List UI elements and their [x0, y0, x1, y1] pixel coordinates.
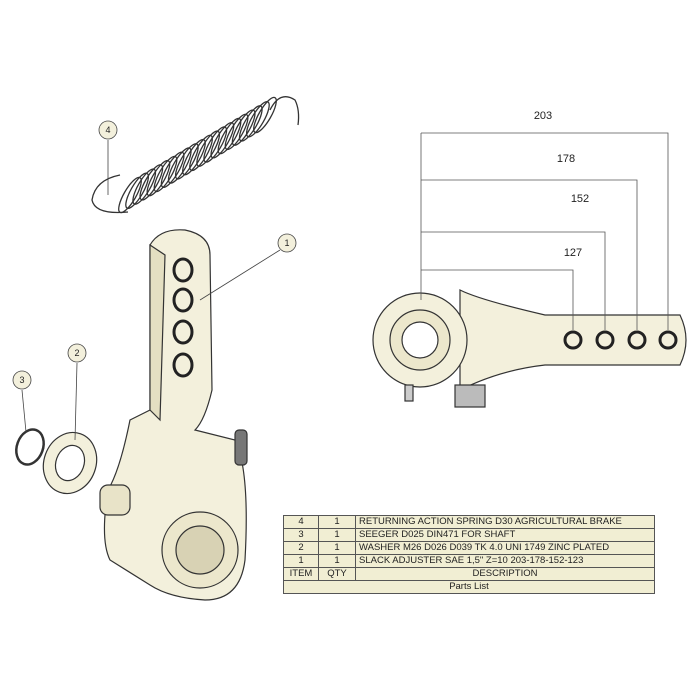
parts-title-row: Parts List	[283, 580, 655, 594]
parts-cell-qty: 1	[318, 528, 356, 542]
dimension-152: 152	[571, 193, 589, 205]
parts-header-row: ITEM QTY DESCRIPTION	[283, 567, 655, 581]
slack-adjuster-part	[99, 229, 248, 601]
header-item: ITEM	[283, 567, 319, 581]
parts-cell-description: RETURNING ACTION SPRING D30 AGRICULTURAL…	[355, 515, 655, 529]
parts-cell-item: 4	[283, 515, 319, 529]
parts-list-title: Parts List	[283, 580, 655, 594]
side-view-holes	[563, 330, 678, 350]
dimension-203: 203	[534, 110, 552, 122]
parts-cell-description: WASHER M26 D026 D039 TK 4.0 UNI 1749 ZIN…	[355, 541, 655, 555]
callout-balloons	[12, 120, 297, 390]
parts-cell-qty: 1	[318, 515, 356, 529]
parts-cell-qty: 1	[318, 541, 356, 555]
washer-part	[42, 431, 98, 495]
dimension-178: 178	[557, 153, 575, 165]
parts-cell-item: 3	[283, 528, 319, 542]
parts-cell-item: 1	[283, 554, 319, 568]
dimension-127: 127	[564, 247, 582, 259]
callout-1: 1	[284, 238, 289, 248]
parts-cell-description: SLACK ADJUSTER SAE 1,5" Z=10 203-178-152…	[355, 554, 655, 568]
callout-4: 4	[105, 125, 110, 135]
parts-cell-description: SEEGER D025 DIN471 FOR SHAFT	[355, 528, 655, 542]
spring-part	[91, 96, 300, 214]
callout-3: 3	[19, 375, 24, 385]
parts-cell-qty: 1	[318, 554, 356, 568]
dimension-lines	[420, 132, 669, 330]
header-description: DESCRIPTION	[355, 567, 655, 581]
callout-2: 2	[74, 348, 79, 358]
spring-coil	[253, 96, 277, 134]
adjuster-holes	[172, 257, 194, 378]
seeger-ring-part	[15, 428, 45, 466]
header-qty: QTY	[318, 567, 356, 581]
parts-cell-item: 2	[283, 541, 319, 555]
